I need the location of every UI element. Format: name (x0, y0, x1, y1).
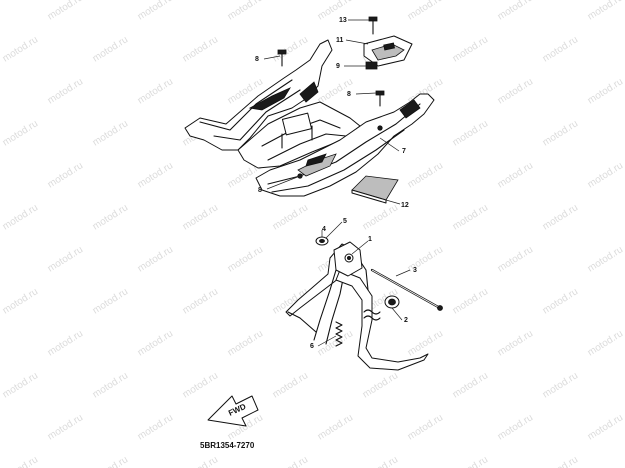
callout-9: 9 (336, 63, 340, 70)
callout-labels: 13 11 8 9 8 7 8 12 5 4 1 3 2 6 (255, 17, 417, 350)
watermark-text: motod.ru (136, 412, 175, 442)
watermark-text: motod.ru (451, 454, 490, 468)
watermark-text: motod.ru (586, 160, 625, 190)
watermark-text: motod.ru (91, 454, 130, 468)
watermark-text: motod.ru (46, 412, 85, 442)
watermark-text: motod.ru (91, 286, 130, 316)
watermark-text: motod.ru (586, 0, 625, 23)
callout-13: 13 (339, 17, 347, 24)
nut-9-drawing (365, 61, 378, 70)
watermark-text: motod.ru (91, 34, 130, 64)
callout-8-left: 8 (258, 187, 262, 194)
watermark-text: motod.ru (496, 412, 535, 442)
bracket-11-drawing (363, 35, 413, 67)
watermark-text: motod.ru (271, 34, 310, 64)
watermark-text: motod.ru (586, 76, 625, 106)
watermark-text: motod.ru (496, 0, 535, 23)
watermark-text: motod.ru (136, 244, 175, 274)
under-cover-drawing (184, 39, 435, 197)
watermark-text: motod.ru (271, 202, 310, 232)
watermark-text: motod.ru (1, 454, 40, 468)
bolt-8-right-drawing (375, 90, 385, 107)
callout-6: 6 (310, 343, 314, 350)
watermark-text: motod.ru (136, 0, 175, 23)
screw-13-drawing (368, 16, 378, 35)
watermark-text: motod.ru (1, 286, 40, 316)
watermark-text: motod.ru (1, 34, 40, 64)
callout-8-top: 8 (255, 56, 259, 63)
watermark-text: motod.ru (91, 118, 130, 148)
watermark-text: motod.ru (316, 328, 355, 358)
watermark-text: motod.ru (46, 328, 85, 358)
watermark-text: motod.ru (451, 118, 490, 148)
callout-4: 4 (322, 226, 326, 233)
watermark-text: motod.ru (541, 34, 580, 64)
watermark-text: motod.ru (541, 202, 580, 232)
watermark-text: motod.ru (46, 160, 85, 190)
diagram-code-label: 5BR1354-7270 (200, 441, 255, 450)
callout-5: 5 (343, 218, 347, 225)
watermark-text: motod.ru (451, 34, 490, 64)
watermark-text: motod.ru (586, 412, 625, 442)
watermark-text: motod.ru (1, 118, 40, 148)
watermark-text: motod.ru (361, 370, 400, 400)
watermark-text: motod.ru (226, 0, 265, 23)
watermark-text: motod.ru (316, 0, 355, 23)
watermark-text: motod.ru (451, 286, 490, 316)
callout-2: 2 (404, 317, 408, 324)
watermark-text: motod.ru (226, 244, 265, 274)
callout-7: 7 (402, 148, 406, 155)
watermark-text: motod.ru (136, 76, 175, 106)
watermark-text: motod.ru (451, 370, 490, 400)
callout-12: 12 (401, 202, 409, 209)
callout-3: 3 (413, 267, 417, 274)
watermark-text: motod.ru (451, 202, 490, 232)
watermark-text: motod.ru (496, 244, 535, 274)
watermark-text: motod.ru (91, 202, 130, 232)
watermark-text: motod.ru (46, 0, 85, 23)
bolt-8-top-drawing (277, 49, 287, 67)
pad-12-drawing (351, 175, 399, 204)
washer-4-5-drawing (315, 236, 329, 246)
watermark-text: motod.ru (406, 328, 445, 358)
watermark-text: motod.ru (496, 328, 535, 358)
watermark-text: motod.ru (406, 160, 445, 190)
watermark-text: motod.ru (136, 160, 175, 190)
watermark-text: motod.ru (361, 454, 400, 468)
watermark-text: motod.ru (496, 76, 535, 106)
watermark-text: motod.ru (271, 370, 310, 400)
watermark-text: motod.ru (496, 160, 535, 190)
watermark-text: motod.ru (181, 202, 220, 232)
watermark-text: motod.ru (406, 412, 445, 442)
watermark-text: motod.ru (136, 328, 175, 358)
watermark-text: motod.ru (181, 286, 220, 316)
watermark-text: motod.ru (91, 370, 130, 400)
watermark-text: motod.ru (541, 370, 580, 400)
watermark-text: motod.ru (541, 454, 580, 468)
callout-11: 11 (336, 37, 344, 44)
watermark-text: motod.ru (361, 202, 400, 232)
watermark-text: motod.ru (1, 202, 40, 232)
watermark-text: motod.ru (271, 454, 310, 468)
watermark-text: motod.ru (1, 370, 40, 400)
main-stand-drawing (285, 241, 443, 371)
watermark-text: motod.ru (541, 118, 580, 148)
watermark-text: motod.ru (181, 454, 220, 468)
watermark-text: motod.ru (181, 370, 220, 400)
watermark-text: motod.ru (226, 328, 265, 358)
watermark-text: motod.ru (406, 244, 445, 274)
watermark-text: motod.ru (46, 244, 85, 274)
watermark-text: motod.ru (586, 328, 625, 358)
fwd-arrow-drawing: FWD (207, 395, 259, 427)
watermark-text: motod.ru (586, 244, 625, 274)
watermark-text: motod.ru (46, 76, 85, 106)
watermark-text: motod.ru (316, 412, 355, 442)
leader-lines (263, 19, 411, 347)
callout-8-right: 8 (347, 91, 351, 98)
watermark-text: motod.ru (181, 34, 220, 64)
callout-1: 1 (368, 236, 372, 243)
watermark-text: motod.ru (406, 0, 445, 23)
watermark-text: motod.ru (541, 286, 580, 316)
